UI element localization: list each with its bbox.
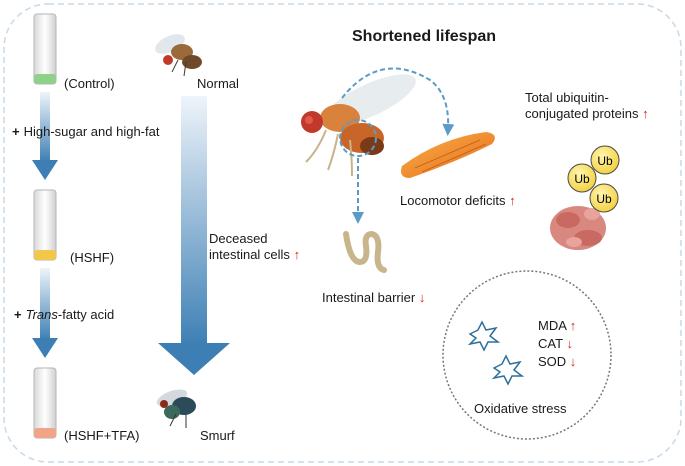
oxidative-stress-circle: [442, 270, 612, 440]
intestinal-barrier-label: Intestinal barrier ↓: [322, 290, 425, 306]
svg-text:Ub: Ub: [596, 192, 612, 206]
ubiquitin-line-1: Total ubiquitin-: [525, 90, 609, 105]
svg-text:Ub: Ub: [597, 154, 613, 168]
oxidative-markers: MDA ↑ CAT ↓ SOD ↓: [538, 317, 576, 371]
outer-frame: [3, 3, 682, 463]
treatment-label-2-italic: Trans: [25, 307, 58, 322]
tube-hshf: [33, 189, 57, 261]
deceased-cells-label: Deceased intestinal cells ↑: [209, 231, 300, 263]
oxidative-stress-label: Oxidative stress: [474, 401, 567, 416]
fly-label-normal: Normal: [197, 76, 239, 91]
tube-label-control: (Control): [64, 76, 115, 91]
svg-text:Ub: Ub: [574, 172, 590, 186]
tube-label-hshf: (HSHF): [70, 250, 115, 265]
protein-aggregate-icon: [550, 206, 606, 250]
ub-bubble-1: Ub: [590, 145, 620, 175]
muscle-icon: [401, 132, 495, 178]
left-arrow-1: [32, 92, 58, 180]
ub-bubble-3: Ub: [589, 183, 619, 213]
treatment-trans-fatty-acid: +Trans-fatty acid: [14, 307, 114, 323]
ubiquitin-label: Total ubiquitin- conjugated proteins ↑: [525, 90, 649, 122]
treatment-high-sugar-fat: +High-sugar and high-fat: [12, 124, 159, 140]
ubiquitin-line-2: conjugated proteins: [525, 106, 639, 121]
intestine-icon: [343, 230, 387, 273]
fly-label-smurf: Smurf: [200, 428, 235, 443]
increase-arrow: ↑: [569, 318, 577, 333]
plus-sign: +: [14, 307, 22, 322]
page-title: Shortened lifespan: [352, 28, 497, 45]
increase-arrow: ↑: [509, 193, 516, 208]
locomotor-label: Locomotor deficits ↑: [400, 193, 516, 209]
treatment-label-2-rest: -fatty acid: [57, 307, 115, 322]
increase-arrow: ↑: [642, 106, 649, 121]
decrease-arrow: ↓: [566, 336, 573, 351]
normal-to-smurf-arrow: [158, 96, 230, 375]
ros-burst-icon-2: [491, 354, 525, 386]
smurf-fly-image: [156, 389, 196, 428]
central-fly-image: [301, 74, 416, 177]
deceased-line-1: Deceased: [209, 231, 268, 246]
cat-label: CAT: [538, 336, 563, 351]
sod-label: SOD: [538, 354, 567, 369]
tube-control: [33, 13, 57, 85]
deceased-line-2: intestinal cells: [209, 247, 290, 262]
left-arrow-2: [32, 268, 58, 358]
decrease-arrow: ↓: [418, 290, 426, 305]
plus-sign: +: [12, 124, 20, 139]
decrease-arrow: ↓: [569, 354, 577, 369]
increase-arrow: ↑: [293, 247, 301, 262]
normal-fly-image: [155, 34, 202, 77]
ros-burst-icon-1: [467, 320, 501, 352]
ub-bubble-2: Ub: [567, 163, 597, 193]
mda-label: MDA: [538, 318, 567, 333]
tube-label-hshf-tfa: (HSHF+TFA): [64, 428, 140, 443]
treatment-label-1: High-sugar and high-fat: [23, 124, 160, 139]
locomotor-text: Locomotor deficits: [400, 193, 506, 208]
dashed-arrow-to-muscle: [341, 67, 455, 136]
tube-hshf-tfa: [33, 367, 57, 439]
intestinal-barrier-text: Intestinal barrier: [322, 290, 416, 305]
